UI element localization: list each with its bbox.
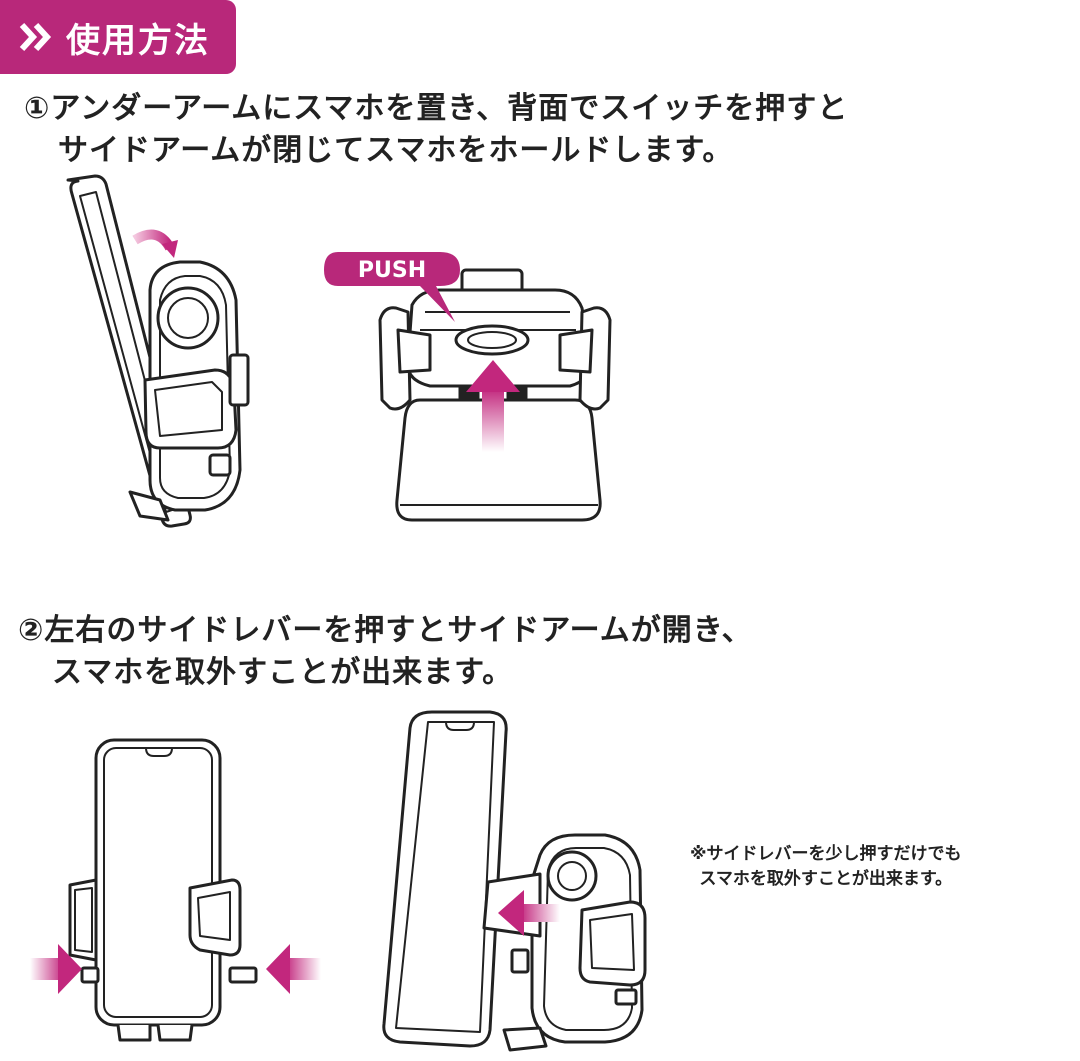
step1-line1: ①アンダーアームにスマホを置き、背面でスイッチを押すと <box>24 91 849 126</box>
push-label: PUSH <box>358 258 426 283</box>
double-chevron-icon <box>19 22 52 52</box>
section-header: 使用方法 <box>0 0 236 74</box>
holder-push-illustration <box>324 252 612 522</box>
step2-instruction: ②左右のサイドレバーを押すとサイドアームが開き、 スマホを取外すことが出来ます。 <box>18 610 753 694</box>
step2-line2: スマホを取外すことが出来ます。 <box>52 655 514 690</box>
holder-angled-release-illustration <box>382 710 647 1052</box>
note-text: ※サイドレバーを少し押すだけでも スマホを取外すことが出来ます。 <box>690 842 962 892</box>
holder-front-release-illustration <box>30 738 321 1042</box>
step1-line2: サイドアームが閉じてスマホをホールドします。 <box>58 133 734 168</box>
section-title: 使用方法 <box>66 20 210 61</box>
holder-side-view-illustration <box>66 174 250 528</box>
step1-instruction: ①アンダーアームにスマホを置き、背面でスイッチを押すと サイドアームが閉じてスマ… <box>24 88 848 172</box>
note-line1: ※サイドレバーを少し押すだけでも <box>690 844 962 864</box>
step2-line1: ②左右のサイドレバーを押すとサイドアームが開き、 <box>18 613 753 648</box>
note-line2: スマホを取外すことが出来ます。 <box>699 869 953 889</box>
